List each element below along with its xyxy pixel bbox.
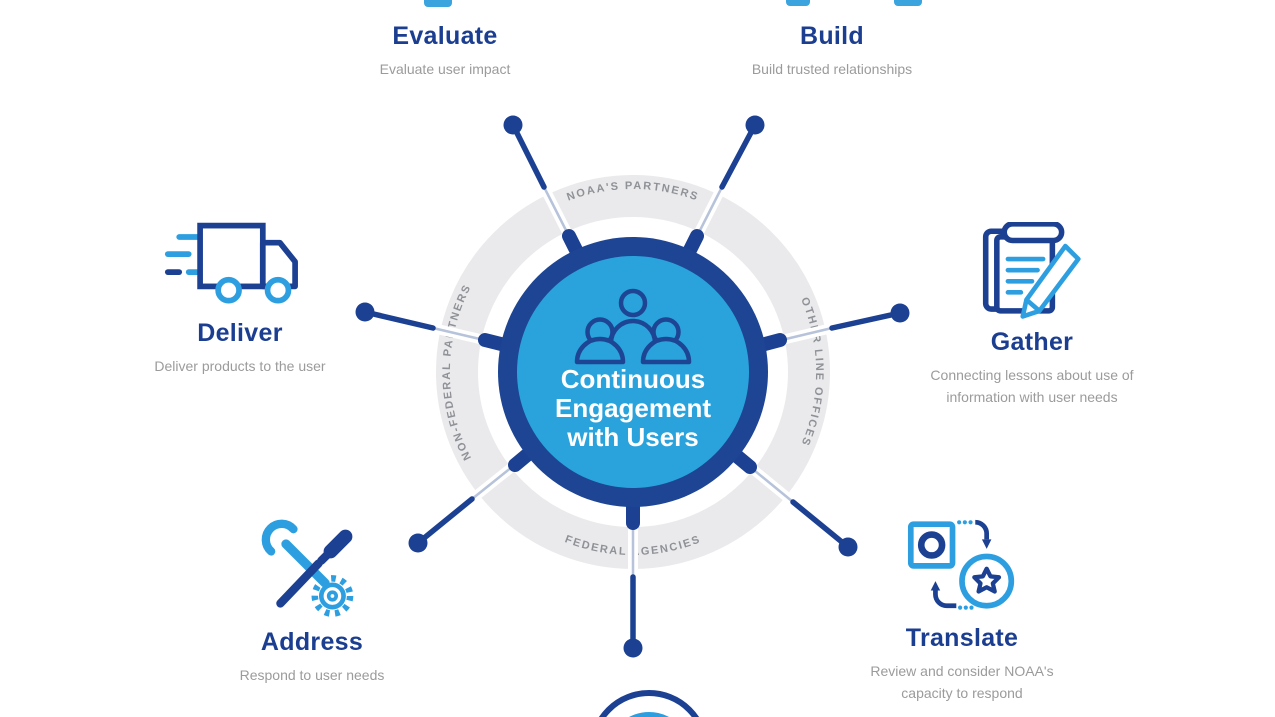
notepad-pencil-icon [892, 222, 1172, 322]
evaluate-title: Evaluate [392, 22, 498, 50]
build-cutoff-icon-right [894, 0, 922, 6]
gather-title: Gather [990, 328, 1074, 356]
node-evaluate: Evaluate Evaluate user impact [305, 22, 585, 80]
spoke-dot [890, 303, 910, 323]
node-gather: Gather Connecting lessons about use of i… [892, 222, 1172, 409]
address-title: Address [260, 628, 364, 656]
spoke-dot [745, 115, 765, 135]
node-deliver: Deliver Deliver products to the user [90, 218, 390, 377]
build-title: Build [800, 22, 864, 50]
spoke-dot [623, 638, 643, 658]
translate-description: Review and consider NOAA's capacity to r… [870, 663, 1054, 702]
spoke-dot [838, 537, 858, 557]
center-circle [517, 256, 749, 488]
center-title-line1: Continuous [561, 364, 705, 394]
node-address: Address Respond to user needs [172, 518, 452, 686]
center-title-line3: with Users [566, 422, 699, 452]
translate-title: Translate [905, 624, 1019, 652]
address-description: Respond to user needs [239, 667, 385, 683]
node-translate: Translate Review and consider NOAA's cap… [812, 510, 1112, 705]
deliver-description: Deliver products to the user [154, 358, 326, 374]
tools-icon [172, 518, 452, 622]
evaluate-cutoff-icon [424, 0, 452, 7]
bottom-cutoff-icon [598, 690, 700, 717]
node-build: Build Build trusted relationships [682, 22, 982, 80]
spokes [355, 115, 910, 658]
build-cutoff-icon-left [786, 0, 810, 6]
spoke-dot [355, 302, 375, 322]
evaluate-description: Evaluate user impact [379, 61, 511, 77]
gather-description: Connecting lessons about use of informat… [930, 367, 1134, 406]
spoke-dot [503, 115, 523, 135]
center-title: Continuous Engagement with Users [555, 364, 711, 452]
spoke-dots [355, 115, 910, 658]
deliver-title: Deliver [197, 319, 283, 347]
build-description: Build trusted relationships [751, 61, 913, 77]
spoke-dot [408, 533, 428, 553]
people-group-icon [574, 288, 692, 365]
delivery-truck-icon [90, 218, 390, 313]
translate-cycle-icon [812, 510, 1112, 618]
center-title-line2: Engagement [555, 393, 711, 423]
